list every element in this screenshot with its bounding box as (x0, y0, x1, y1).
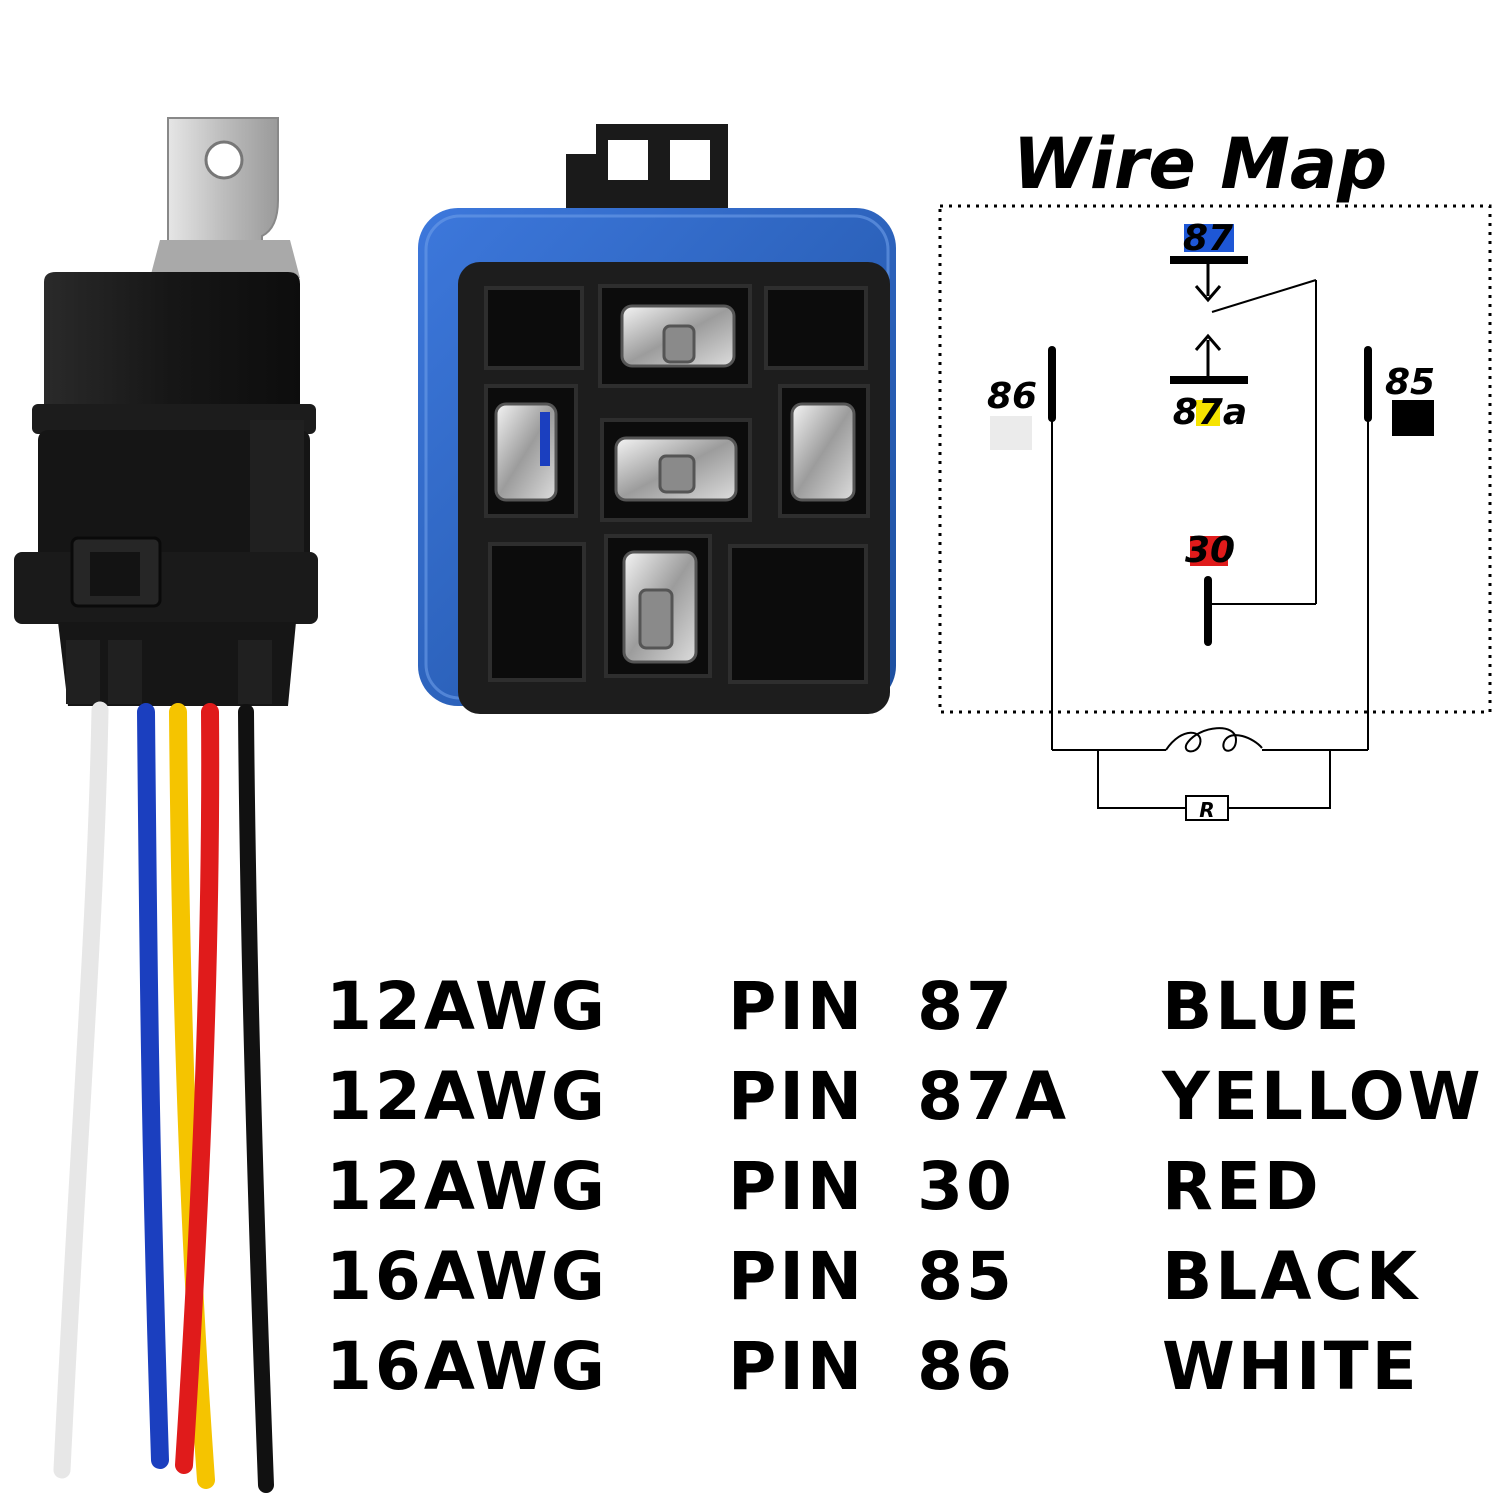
socket-front-view (418, 124, 896, 714)
spec-pin: PIN 86 (728, 1328, 1015, 1405)
socket-terminals (494, 304, 856, 664)
relay-outline (938, 204, 1492, 714)
pin-85-label: 85 (1385, 362, 1435, 403)
coil-icon (1165, 727, 1263, 753)
pin-86-marker (990, 416, 1032, 450)
wire-spec-table: 12AWG PIN 87 BLUE 12AWG PIN 87A YELLOW 1… (326, 962, 1496, 1412)
spec-color: BLUE (1162, 968, 1363, 1045)
spec-row: 12AWG PIN 30 RED (326, 1142, 1496, 1232)
pin-87-marker (1184, 224, 1234, 252)
pin-85-marker (1392, 400, 1434, 436)
pin-30-label: 30 (1185, 530, 1235, 571)
spec-gauge: 12AWG (326, 1148, 608, 1225)
wire-map-diagram: Wire Map 87 87a 86 85 30 (938, 123, 1492, 822)
socket-clip (14, 552, 318, 624)
spec-row: 12AWG PIN 87A YELLOW (326, 1052, 1496, 1142)
spec-row: 12AWG PIN 87 BLUE (326, 962, 1496, 1052)
pin-86-label: 86 (987, 376, 1037, 417)
switch-arm (1211, 279, 1317, 313)
arrow-down-icon (1194, 285, 1222, 303)
mounting-bracket (150, 117, 300, 278)
spec-pin: PIN 85 (728, 1238, 1015, 1315)
wire-white (53, 701, 109, 1479)
relay-assembly (14, 117, 318, 1493)
pin-87a-marker (1196, 400, 1220, 426)
spec-gauge: 16AWG (326, 1328, 608, 1405)
relay-body (44, 272, 300, 410)
spec-color: BLACK (1162, 1238, 1421, 1315)
pin-87-label: 87 (1183, 218, 1233, 259)
spec-pin: PIN 87A (728, 1058, 1070, 1135)
wire-map-title: Wire Map (1013, 123, 1388, 205)
spec-gauge: 12AWG (326, 968, 608, 1045)
pin-87a-label: 87a (1173, 392, 1247, 433)
terminal-marker (540, 412, 550, 466)
resistor-icon (1185, 795, 1229, 821)
spec-row: 16AWG PIN 85 BLACK (326, 1232, 1496, 1322)
spec-color: YELLOW (1162, 1058, 1484, 1135)
wire-black (238, 704, 274, 1493)
spec-color: RED (1162, 1148, 1322, 1225)
pin-30-marker (1190, 536, 1228, 566)
spec-pin: PIN 87 (728, 968, 1015, 1045)
relay-seal (32, 404, 316, 434)
spec-gauge: 12AWG (326, 1058, 608, 1135)
spec-pin: PIN 30 (728, 1148, 1015, 1225)
spec-color: WHITE (1162, 1328, 1420, 1405)
spec-gauge: 16AWG (326, 1238, 608, 1315)
wire-red (175, 703, 220, 1474)
wire-blue (137, 703, 169, 1469)
arrow-up-icon (1194, 333, 1222, 351)
spec-row: 16AWG PIN 86 WHITE (326, 1322, 1496, 1412)
resistor-label: R (1199, 798, 1214, 822)
